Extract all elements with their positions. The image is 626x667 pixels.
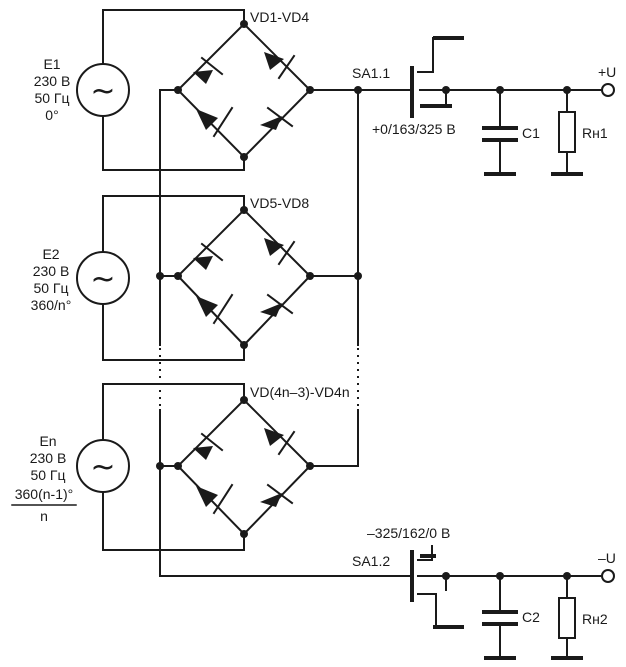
source-1-voltage: 230 В xyxy=(34,73,71,89)
source-2-voltage: 230 В xyxy=(33,263,70,279)
source-n-phase-denominator: n xyxy=(40,508,48,524)
diode-icon xyxy=(193,56,224,84)
source-2: ~ E2 230 В 50 Гц 360/n° xyxy=(31,195,245,361)
source-1: ~ E1 230 В 50 Гц 0° xyxy=(34,9,245,171)
sa1-1-positions: +0/163/325 В xyxy=(372,121,456,137)
diode-icon xyxy=(264,428,296,456)
sa1-2-positions: –325/162/0 В xyxy=(367,525,450,541)
ac-source-icon: ~ xyxy=(90,450,115,485)
diode-icon xyxy=(193,432,224,460)
source-2-frequency: 50 Гц xyxy=(33,280,68,296)
bridge-2-label: VD5-VD8 xyxy=(250,195,309,211)
output-minus-label: –U xyxy=(598,550,616,566)
capacitor-c1-label: C1 xyxy=(522,125,540,141)
output-plus-label: +U xyxy=(598,64,616,80)
diode-icon xyxy=(260,483,294,507)
resistor-rn1-label: Rн1 xyxy=(582,125,608,141)
diode-icon xyxy=(196,483,234,515)
diode-icon xyxy=(193,242,224,270)
bridge-n-label: VD(4n–3)-VD4n xyxy=(250,384,350,400)
positive-bus xyxy=(309,86,411,467)
source-2-name: E2 xyxy=(42,246,59,262)
source-1-name: E1 xyxy=(43,56,60,72)
diode-icon xyxy=(264,238,296,266)
bridge-2: VD5-VD8 xyxy=(174,195,314,349)
switch-sa1-2: SA1.2 –325/162/0 В xyxy=(352,525,464,629)
bridge-1: VD1-VD4 xyxy=(174,9,314,161)
source-n: ~ En 230 В 50 Гц 360(n-1)° n xyxy=(11,383,245,551)
switch-sa1-1: SA1.1 +0/163/325 В xyxy=(352,36,464,137)
resistor-rn2-label: Rн2 xyxy=(582,611,608,627)
sa1-1-label: SA1.1 xyxy=(352,65,390,81)
capacitor-c2-label: C2 xyxy=(522,609,540,625)
minus-u-terminal-icon xyxy=(601,569,615,583)
output-plus-circuit: C1 Rн1 +U xyxy=(445,64,616,176)
source-n-voltage: 230 В xyxy=(30,450,67,466)
ac-source-icon: ~ xyxy=(90,262,115,297)
source-2-phase: 360/n° xyxy=(31,297,72,313)
bridge-1-label: VD1-VD4 xyxy=(250,9,309,25)
diode-icon xyxy=(196,106,234,138)
diode-icon xyxy=(196,293,234,325)
diode-icon xyxy=(260,106,294,130)
source-n-frequency: 50 Гц xyxy=(30,467,65,483)
ac-source-icon: ~ xyxy=(90,74,115,109)
source-n-name: En xyxy=(39,433,56,449)
sa1-2-label: SA1.2 xyxy=(352,553,390,569)
source-1-frequency: 50 Гц xyxy=(34,90,69,106)
diode-icon xyxy=(260,293,294,317)
diode-icon xyxy=(264,52,296,80)
plus-u-terminal-icon xyxy=(601,83,615,97)
negative-bus xyxy=(156,89,411,577)
bridge-n: VD(4n–3)-VD4n xyxy=(174,384,350,538)
source-n-phase-numerator: 360(n-1)° xyxy=(15,486,74,502)
output-minus-circuit: C2 Rн2 –U xyxy=(445,550,616,660)
source-1-phase: 0° xyxy=(45,107,58,123)
